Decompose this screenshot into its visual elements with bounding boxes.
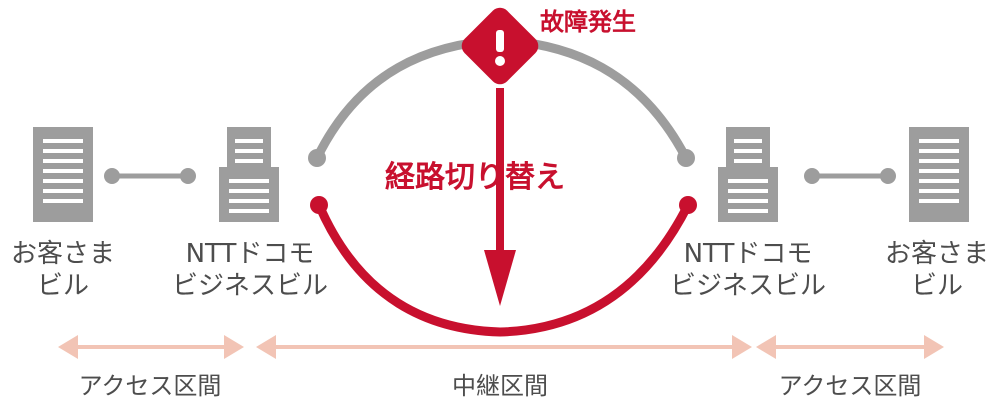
node-label-line1: お客さま [884, 239, 989, 269]
access-section-right-arrow [756, 335, 944, 359]
node-label-line2: ビジネスビル [669, 271, 826, 301]
access-section-left-arrow [58, 335, 244, 359]
reroute-arrow [484, 88, 516, 306]
node-label-docomo-left: NTTドコモ ビジネスビル [158, 238, 342, 302]
access-link-left [104, 168, 196, 184]
docomo-building-right-icon [718, 127, 778, 222]
customer-building-right-icon [909, 127, 969, 222]
warning-diamond-icon [461, 7, 539, 85]
node-label-line1: NTTドコモ [683, 239, 813, 269]
customer-building-left-icon [33, 127, 93, 222]
access-section-right-label: アクセス区間 [778, 372, 922, 400]
access-section-left-label: アクセス区間 [78, 372, 222, 400]
node-label-line2: ビジネスビル [171, 271, 328, 301]
node-label-customer-right: お客さま ビル [874, 238, 1000, 302]
node-label-line2: ビル [910, 271, 963, 301]
relay-section-label: 中継区間 [452, 372, 548, 400]
docomo-building-left-icon [219, 127, 279, 222]
relay-section-arrow [256, 335, 752, 359]
failure-label: 故障発生 [540, 8, 636, 36]
node-label-line1: NTTドコモ [185, 239, 315, 269]
backup-route-arc [314, 200, 693, 337]
reroute-label: 経路切り替え [385, 160, 565, 195]
node-label-line1: お客さま [10, 239, 115, 269]
node-label-line2: ビル [36, 271, 89, 301]
node-label-docomo-right: NTTドコモ ビジネスビル [656, 238, 840, 302]
access-link-right [804, 168, 896, 184]
node-label-customer-left: お客さま ビル [0, 238, 126, 302]
